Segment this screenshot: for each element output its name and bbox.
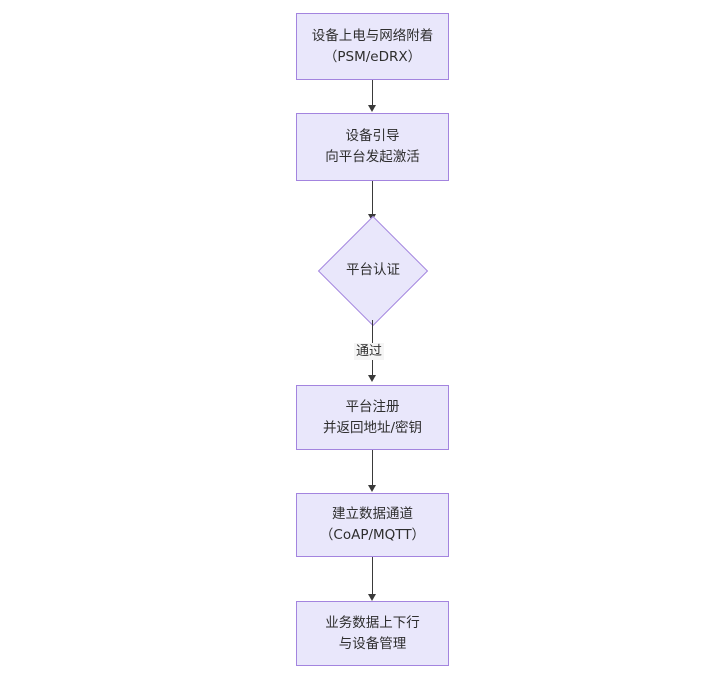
flow-edge-n1-n2 xyxy=(372,80,373,106)
arrow-head-icon xyxy=(368,375,376,382)
flow-node-line: 设备引导 xyxy=(345,128,400,144)
flow-node-line: 建立数据通道 xyxy=(332,506,413,522)
flow-edge-label-pass: 通过 xyxy=(354,343,385,360)
flow-node-line: 平台注册 xyxy=(345,398,400,415)
flow-edge-n2-n3 xyxy=(372,181,373,215)
flow-node-business-data[interactable]: 业务数据上下行 与设备管理 xyxy=(296,601,449,666)
flow-edge-n5-n6 xyxy=(372,557,373,595)
flow-node-platform-register[interactable]: 平台注册 并返回地址/密钥 xyxy=(296,385,449,450)
flow-node-line: 与设备管理 xyxy=(338,635,407,652)
flow-node-line: （PSM/eDRX） xyxy=(323,48,422,65)
arrow-head-icon xyxy=(368,594,376,601)
flow-node-device-bootstrap[interactable]: 设备引导 向平台发起激活 xyxy=(296,113,449,181)
flow-node-line: 并返回地址/密钥 xyxy=(322,419,423,436)
flow-node-device-power-on[interactable]: 设备上电与网络附着 （PSM/eDRX） xyxy=(296,13,449,80)
flow-node-line: （CoAP/MQTT） xyxy=(319,527,426,543)
flow-node-line: 业务数据上下行 xyxy=(325,614,420,631)
arrow-head-icon xyxy=(368,485,376,492)
flow-node-data-channel[interactable]: 建立数据通道 （CoAP/MQTT） xyxy=(296,493,449,557)
arrow-head-icon xyxy=(368,105,376,112)
flow-node-line: 向平台发起激活 xyxy=(325,149,420,165)
flow-node-line: 设备上电与网络附着 xyxy=(311,27,434,44)
flow-node-platform-auth-label: 平台认证 xyxy=(346,262,400,278)
flow-edge-n4-n5 xyxy=(372,450,373,486)
